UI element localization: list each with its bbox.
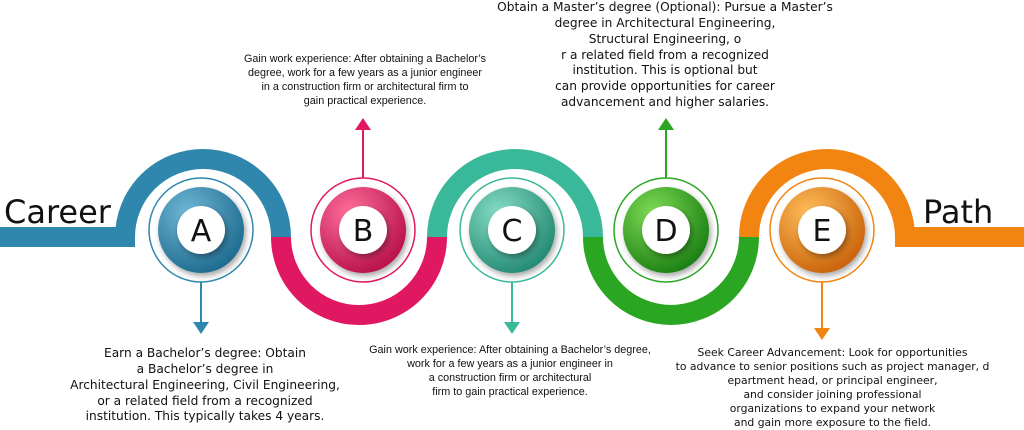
step-description-c: Gain work experience: After obtaining a … [369,344,651,399]
step-description-e: Seek Career Advancement: Look for opport… [675,346,990,430]
step-node-e: E [769,177,875,283]
ribbon-segment-green [583,236,759,325]
ribbon-segment-teal [427,149,603,238]
step-node-a: A [148,177,254,283]
step-node-d: D [613,177,719,283]
ribbon-segment-blue [0,149,291,247]
title-path: Path [923,193,994,231]
step-letter-c: C [502,214,523,249]
title-career: Career [4,193,111,231]
step-description-a: Earn a Bachelor’s degree: Obtain a Bache… [70,346,340,424]
step-node-c: C [459,177,565,283]
step-letter-a: A [191,214,212,249]
step-letter-e: E [813,214,832,249]
ribbon-segment-pink [271,236,447,325]
step-description-d: Obtain a Master’s degree (Optional): Pur… [497,0,833,110]
step-description-b: Gain work experience: After obtaining a … [243,53,487,108]
step-letter-d: D [654,214,677,249]
step-node-b: B [310,177,416,283]
ribbon-segment-orange [739,149,1024,247]
path-ribbon [0,149,1024,325]
step-letter-b: B [353,214,374,249]
